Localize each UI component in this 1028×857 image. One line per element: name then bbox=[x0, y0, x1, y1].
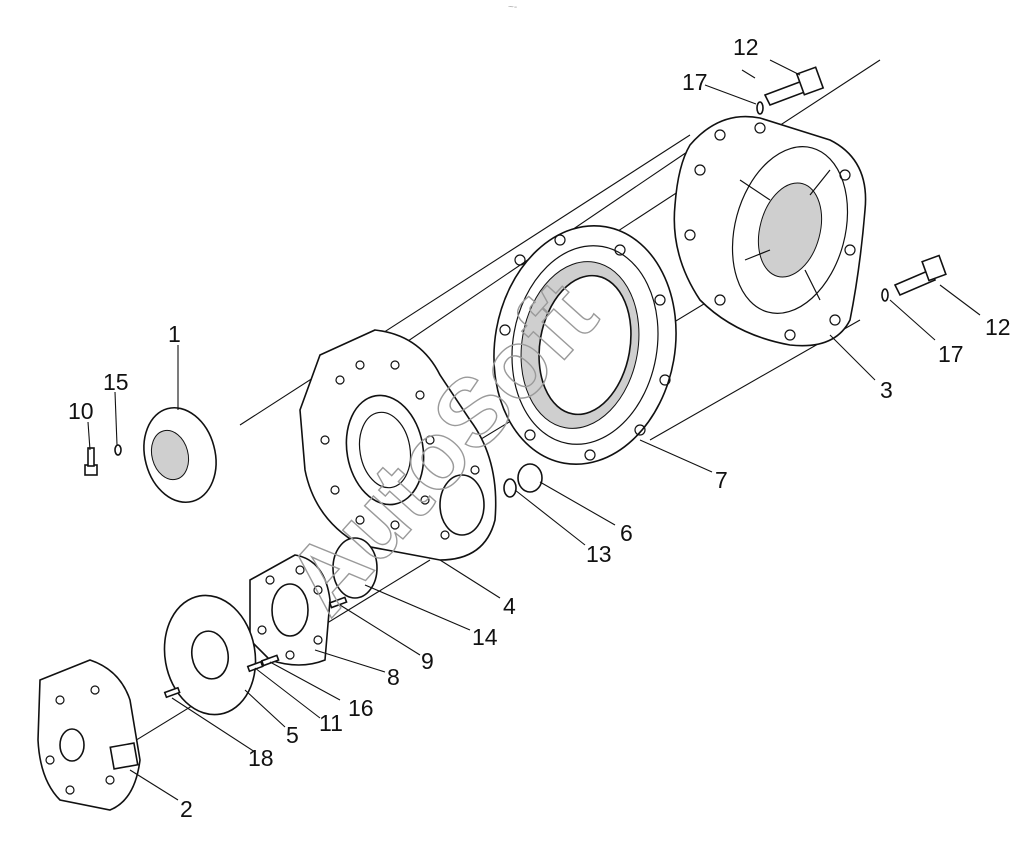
end-cover bbox=[143, 406, 217, 504]
label-13: 13 bbox=[586, 541, 612, 567]
label-1: 1 bbox=[168, 321, 181, 347]
label-2: 2 bbox=[180, 796, 193, 822]
leader-lines bbox=[87, 59, 981, 801]
end-housing bbox=[37, 659, 141, 811]
label-17-right: 17 bbox=[938, 341, 964, 367]
label-12-right: 12 bbox=[985, 314, 1011, 340]
pin-9 bbox=[328, 596, 348, 609]
oring-14 bbox=[332, 537, 378, 599]
top-mark: ~- bbox=[508, 2, 517, 13]
part-number-labels: 1 2 3 4 5 6 7 8 9 10 11 12 12 13 14 15 1… bbox=[68, 34, 1011, 822]
valve-plate bbox=[249, 554, 331, 666]
pin-18 bbox=[163, 686, 181, 699]
label-7: 7 bbox=[715, 467, 728, 493]
washer-17-top bbox=[756, 101, 764, 115]
label-12-top: 12 bbox=[733, 34, 759, 60]
main-housing bbox=[299, 329, 497, 561]
screw-10 bbox=[84, 447, 98, 476]
gasket bbox=[163, 594, 257, 716]
label-10: 10 bbox=[68, 398, 94, 424]
ring-gear bbox=[493, 224, 677, 466]
label-8: 8 bbox=[387, 664, 400, 690]
washer-17-right bbox=[881, 288, 889, 302]
bolt-12-right bbox=[893, 254, 947, 297]
label-5: 5 bbox=[286, 722, 299, 748]
label-14: 14 bbox=[472, 624, 498, 650]
label-9: 9 bbox=[421, 648, 434, 674]
label-18: 18 bbox=[248, 745, 274, 771]
washer-15 bbox=[114, 444, 122, 456]
label-11: 11 bbox=[319, 710, 343, 736]
label-6: 6 bbox=[620, 520, 633, 546]
label-16: 16 bbox=[348, 695, 374, 721]
label-4: 4 bbox=[503, 593, 516, 619]
housing-cover bbox=[673, 115, 867, 347]
label-17-top: 17 bbox=[682, 69, 708, 95]
label-3: 3 bbox=[880, 377, 893, 403]
oring-13 bbox=[503, 478, 517, 498]
seal-6 bbox=[517, 463, 543, 493]
bolt-12-top bbox=[763, 66, 825, 107]
label-15: 15 bbox=[103, 369, 129, 395]
